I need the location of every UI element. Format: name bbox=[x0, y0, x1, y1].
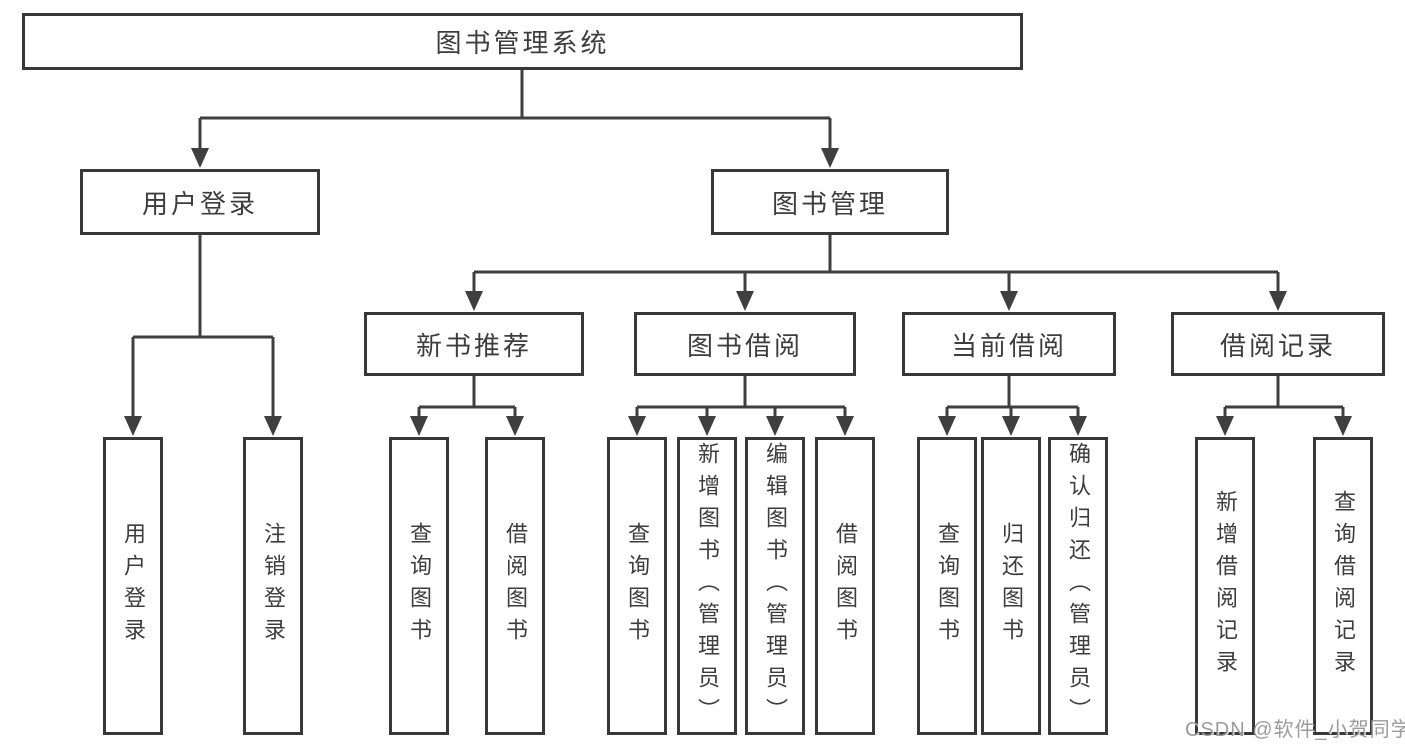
node-current-borrow: 当前借阅 bbox=[902, 312, 1116, 376]
node-root: 图书管理系统 bbox=[22, 13, 1023, 70]
leaf-add-books-admin: 新增图书（管理员） bbox=[677, 437, 737, 735]
leaf-borrow-books-recommend-label: 借阅图书 bbox=[503, 522, 528, 650]
leaf-borrow-books-recommend: 借阅图书 bbox=[485, 437, 545, 735]
node-book-management: 图书管理 bbox=[711, 169, 949, 235]
node-user-login: 用户登录 bbox=[80, 169, 320, 235]
node-new-book-recommend: 新书推荐 bbox=[364, 312, 584, 376]
leaf-return-books: 归还图书 bbox=[981, 437, 1041, 735]
leaf-query-books-recommend-label: 查询图书 bbox=[407, 522, 432, 650]
leaf-query-borrow-record: 查询借阅记录 bbox=[1313, 437, 1373, 735]
arrow-to-leaf-edit-books bbox=[766, 416, 784, 436]
arrow-to-leaf-query-books-a bbox=[410, 416, 428, 436]
arrow-to-leaf-return-books bbox=[1002, 416, 1020, 436]
arrow-to-new-book-recommend bbox=[465, 291, 483, 311]
leaf-query-books-current: 查询图书 bbox=[917, 437, 977, 735]
node-user-login-label: 用户登录 bbox=[141, 188, 258, 219]
edge-new-book-recommend-to-leaves bbox=[417, 376, 517, 416]
arrow-to-leaf-confirm-return bbox=[1069, 416, 1087, 436]
arrow-to-leaf-query-books-b bbox=[628, 416, 646, 436]
arrow-to-user-login bbox=[191, 148, 209, 168]
edge-user-login-to-leaves bbox=[131, 235, 275, 416]
arrow-to-book-borrow bbox=[736, 291, 754, 311]
leaf-query-books-borrow: 查询图书 bbox=[607, 437, 667, 735]
edge-book-borrow-to-leaves bbox=[635, 376, 847, 416]
edge-borrow-records-to-leaves bbox=[1223, 376, 1345, 416]
arrow-to-leaf-add-borrow-record bbox=[1216, 416, 1234, 436]
leaf-add-borrow-record-label: 新增借阅记录 bbox=[1213, 490, 1238, 682]
arrow-to-leaf-user-login bbox=[124, 416, 142, 436]
leaf-edit-books-admin: 编辑图书（管理员） bbox=[745, 437, 805, 735]
node-root-label: 图书管理系统 bbox=[435, 28, 610, 58]
node-book-borrow-label: 图书借阅 bbox=[686, 330, 803, 361]
arrow-to-borrow-records bbox=[1269, 291, 1287, 311]
edge-current-borrow-to-leaves bbox=[945, 376, 1080, 416]
leaf-query-books-current-label: 查询图书 bbox=[935, 522, 960, 650]
leaf-query-books-borrow-label: 查询图书 bbox=[625, 522, 650, 650]
arrow-to-leaf-add-books bbox=[698, 416, 716, 436]
arrow-to-book-management bbox=[821, 148, 839, 168]
leaf-user-login: 用户登录 bbox=[103, 437, 163, 735]
arrow-to-leaf-query-borrow-record bbox=[1334, 416, 1352, 436]
leaf-add-borrow-record: 新增借阅记录 bbox=[1195, 437, 1255, 735]
watermark-text: CSDN @软件_小贺同学 bbox=[1185, 719, 1405, 741]
leaf-borrow-books-label: 借阅图书 bbox=[833, 522, 858, 650]
leaf-confirm-return-admin: 确认归还（管理员） bbox=[1048, 437, 1108, 735]
node-current-borrow-label: 当前借阅 bbox=[950, 330, 1067, 361]
leaf-query-borrow-record-label: 查询借阅记录 bbox=[1331, 490, 1356, 682]
leaf-add-books-admin-label: 新增图书（管理员） bbox=[695, 442, 720, 730]
leaf-query-books-recommend: 查询图书 bbox=[389, 437, 449, 735]
edge-root-to-level2 bbox=[198, 70, 832, 148]
arrowheads bbox=[124, 148, 1352, 436]
node-book-borrow: 图书借阅 bbox=[634, 312, 856, 376]
node-borrow-records: 借阅记录 bbox=[1171, 312, 1385, 376]
arrow-to-leaf-query-books-c bbox=[938, 416, 956, 436]
leaf-confirm-return-admin-label: 确认归还（管理员） bbox=[1066, 442, 1091, 730]
leaf-borrow-books: 借阅图书 bbox=[815, 437, 875, 735]
leaf-return-books-label: 归还图书 bbox=[999, 522, 1024, 650]
arrow-to-leaf-borrow-books-a bbox=[506, 416, 524, 436]
node-new-book-recommend-label: 新书推荐 bbox=[415, 330, 532, 361]
leaf-logout: 注销登录 bbox=[243, 437, 303, 735]
edge-book-management-to-level3 bbox=[472, 235, 1280, 291]
leaf-user-login-label: 用户登录 bbox=[121, 522, 146, 650]
arrow-to-current-borrow bbox=[1000, 291, 1018, 311]
arrow-to-leaf-borrow-books-b bbox=[836, 416, 854, 436]
arrow-to-leaf-logout bbox=[264, 416, 282, 436]
node-book-management-label: 图书管理 bbox=[771, 188, 888, 219]
node-borrow-records-label: 借阅记录 bbox=[1219, 330, 1336, 361]
leaf-logout-label: 注销登录 bbox=[261, 522, 286, 650]
leaf-edit-books-admin-label: 编辑图书（管理员） bbox=[763, 442, 788, 730]
